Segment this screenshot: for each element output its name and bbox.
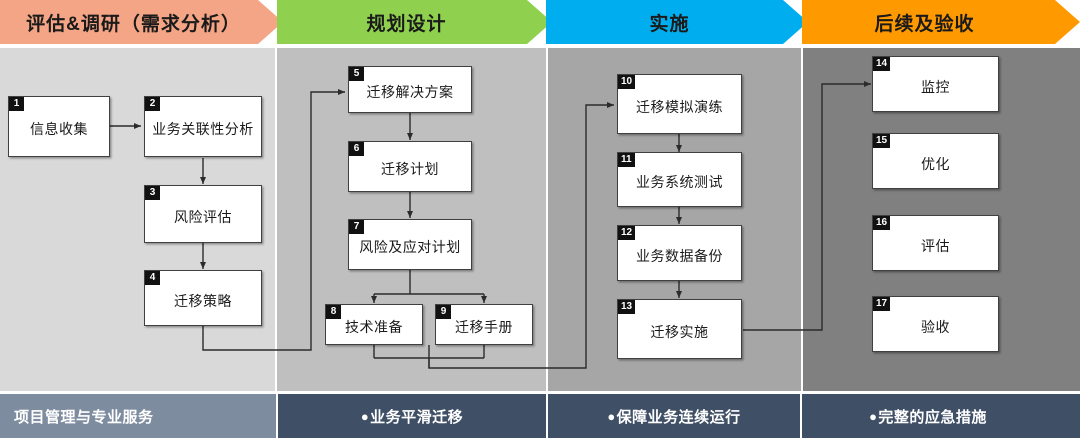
node-4[interactable]: 4 迁移策略 bbox=[144, 270, 262, 326]
node-13[interactable]: 13 迁移实施 bbox=[617, 299, 742, 359]
node-5-label: 迁移解决方案 bbox=[366, 84, 454, 101]
node-1[interactable]: 1 信息收集 bbox=[8, 96, 110, 157]
phase-shape-0 bbox=[0, 0, 283, 44]
footer-title: 项目管理与专业服务 bbox=[0, 394, 276, 438]
bullet-icon: ● bbox=[607, 408, 616, 424]
footer-item-0-label: 业务平滑迁移 bbox=[370, 408, 464, 426]
node-16-label: 评估 bbox=[921, 237, 950, 254]
phase-shape-1 bbox=[277, 0, 552, 44]
node-10[interactable]: 10 迁移模拟演练 bbox=[617, 74, 742, 134]
node-1-label: 信息收集 bbox=[30, 121, 88, 138]
node-2-badge: 2 bbox=[145, 97, 160, 111]
node-10-badge: 10 bbox=[618, 75, 636, 89]
node-1-badge: 1 bbox=[9, 97, 24, 111]
footer-item-0[interactable]: ● 业务平滑迁移 bbox=[278, 394, 546, 438]
node-12-label: 业务数据备份 bbox=[636, 247, 723, 264]
phase-shape-3 bbox=[802, 0, 1080, 44]
footer-bar: 项目管理与专业服务 ● 业务平滑迁移 ● 保障业务连续运行 ● 完整的应急措施 bbox=[0, 394, 1080, 438]
node-8-badge: 8 bbox=[326, 305, 341, 319]
node-6-label: 迁移计划 bbox=[381, 161, 439, 178]
node-8[interactable]: 8 技术准备 bbox=[325, 304, 423, 345]
footer-item-2-label: 完整的应急措施 bbox=[878, 408, 987, 426]
node-15-badge: 15 bbox=[873, 134, 891, 148]
node-11-badge: 11 bbox=[618, 153, 635, 167]
node-8-label: 技术准备 bbox=[345, 319, 403, 336]
node-14-badge: 14 bbox=[873, 57, 891, 71]
node-3-label: 风险评估 bbox=[174, 208, 232, 225]
node-10-label: 迁移模拟演练 bbox=[636, 98, 723, 115]
footer-item-1-label: 保障业务连续运行 bbox=[616, 408, 741, 426]
node-13-label: 迁移实施 bbox=[650, 323, 709, 340]
node-3-badge: 3 bbox=[145, 186, 160, 200]
phase-shape-2 bbox=[546, 0, 808, 44]
node-9-label: 迁移手册 bbox=[455, 319, 513, 336]
node-5-badge: 5 bbox=[349, 67, 364, 81]
node-7-badge: 7 bbox=[349, 220, 364, 234]
node-15[interactable]: 15 优化 bbox=[872, 133, 999, 189]
node-4-badge: 4 bbox=[145, 271, 160, 285]
bullet-icon: ● bbox=[869, 408, 878, 424]
phase-label-0[interactable]: 评估&调研（需求分析） bbox=[26, 13, 241, 35]
node-2-label: 业务关联性分析 bbox=[152, 121, 254, 138]
node-17-badge: 17 bbox=[873, 297, 891, 311]
bullet-icon: ● bbox=[360, 408, 370, 424]
node-12[interactable]: 12 业务数据备份 bbox=[617, 225, 742, 281]
phase-label-2[interactable]: 实施 bbox=[649, 13, 690, 35]
node-13-badge: 13 bbox=[618, 300, 636, 314]
node-3[interactable]: 3 风险评估 bbox=[144, 185, 262, 243]
node-6-badge: 6 bbox=[349, 142, 364, 156]
node-7[interactable]: 7 风险及应对计划 bbox=[348, 219, 472, 270]
footer-item-1[interactable]: ● 保障业务连续运行 bbox=[548, 394, 800, 438]
node-14-label: 监控 bbox=[921, 78, 950, 95]
node-15-label: 优化 bbox=[921, 155, 950, 172]
footer-title-label: 项目管理与专业服务 bbox=[14, 408, 154, 426]
node-16[interactable]: 16 评估 bbox=[872, 215, 999, 271]
node-7-label: 风险及应对计划 bbox=[359, 239, 461, 256]
node-17[interactable]: 17 验收 bbox=[872, 296, 999, 352]
node-9[interactable]: 9 迁移手册 bbox=[435, 304, 533, 345]
phase-banner: 评估&调研（需求分析） 规划设计 实施 后续及验收 bbox=[0, 0, 1080, 44]
node-17-label: 验收 bbox=[921, 318, 950, 335]
phase-label-1[interactable]: 规划设计 bbox=[366, 13, 447, 35]
node-9-badge: 9 bbox=[436, 305, 451, 319]
node-4-label: 迁移策略 bbox=[174, 292, 232, 309]
node-16-badge: 16 bbox=[873, 216, 891, 230]
node-12-badge: 12 bbox=[618, 226, 636, 240]
footer-item-2[interactable]: ● 完整的应急措施 bbox=[802, 394, 1080, 438]
node-2[interactable]: 2 业务关联性分析 bbox=[144, 96, 262, 157]
node-11[interactable]: 11 业务系统测试 bbox=[617, 152, 742, 207]
node-14[interactable]: 14 监控 bbox=[872, 56, 999, 112]
node-11-label: 业务系统测试 bbox=[636, 174, 723, 191]
node-5[interactable]: 5 迁移解决方案 bbox=[348, 66, 472, 113]
node-6[interactable]: 6 迁移计划 bbox=[348, 141, 472, 192]
phase-label-3[interactable]: 后续及验收 bbox=[874, 13, 975, 35]
